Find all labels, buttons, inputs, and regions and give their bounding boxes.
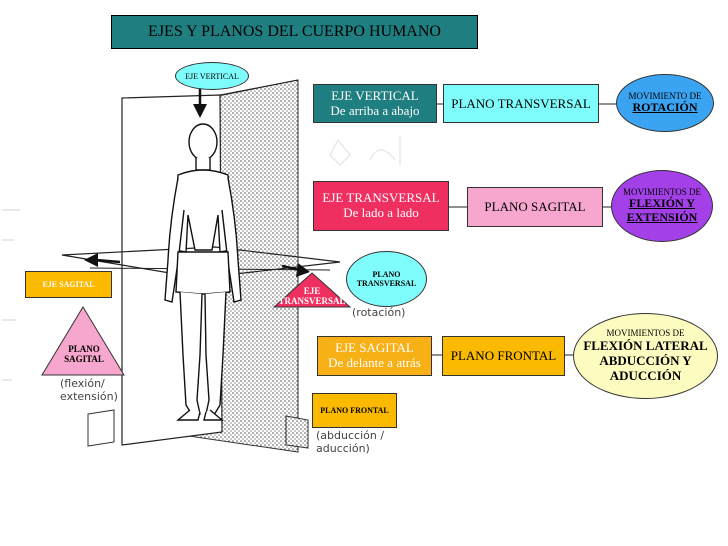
abduccion-label: (abducción / aducción) (316, 429, 385, 455)
plano-sagital-text: PLANO SAGITAL (484, 199, 586, 214)
rotacion-label-text: (rotación) (352, 306, 406, 319)
plano-transversal-box: PLANO TRANSVERSAL (443, 84, 599, 123)
plano-transversal-tag-line: TRANSVERSAL (356, 279, 417, 288)
rotacion-label: (rotación) (352, 306, 405, 319)
eje-transversal-title: EJE TRANSVERSAL (322, 190, 440, 206)
eje-vertical-box: EJE VERTICAL De arriba a abajo (313, 84, 437, 123)
page-title-text: EJES Y PLANOS DEL CUERPO HUMANO (148, 23, 441, 40)
eje-vertical-title: EJE VERTICAL (331, 87, 419, 103)
eje-sagital-tag-text: EJE SAGITAL (42, 280, 95, 289)
plano-frontal-text: PLANO FRONTAL (450, 348, 557, 363)
movimiento-line: FLEXIÓN LATERAL (583, 337, 708, 353)
transverse-plane-shape (61, 246, 341, 279)
eje-transversal-tag-line: EJE (303, 285, 321, 296)
eje-sagital-tag: EJE SAGITAL (25, 271, 112, 298)
eje-vertical-tag-text: EJE VERTICAL (185, 71, 239, 81)
plano-sagital-tag-line: SAGITAL (64, 354, 104, 364)
movimiento-header: MOVIMIENTOS DE (622, 187, 702, 198)
plano-transversal-text: PLANO TRANSVERSAL (451, 95, 591, 111)
plano-transversal-tag-line: PLANO (372, 269, 401, 279)
flexion-label-line: (flexión/ (60, 377, 105, 390)
plano-transversal-tag: PLANO TRANSVERSAL (346, 251, 427, 307)
eje-sagital-box: EJE SAGITAL De delante a atrás (317, 336, 432, 376)
flexion-label-line: extensión) (60, 389, 118, 403)
eje-transversal-box: EJE TRANSVERSAL De lado a lado (313, 181, 449, 231)
movimiento-line: ADUCCIÓN (609, 367, 682, 383)
eje-transversal-tag-line: TRANSVERSAL (278, 296, 346, 306)
ghost-background-art (329, 135, 401, 167)
flexion-label: (flexión/ extensión) (60, 377, 118, 403)
eje-transversal-tag: EJE TRANSVERSAL (270, 284, 354, 308)
page-title: EJES Y PLANOS DEL CUERPO HUMANO (111, 15, 478, 49)
plano-sagital-tag-line: PLANO (68, 343, 100, 354)
movimiento-header: MOVIMIENTO DE (628, 90, 702, 101)
movimiento-line: EXTENSIÓN (626, 210, 698, 225)
movimiento-lateral-ellipse: MOVIMIENTOS DE FLEXIÓN LATERAL ABDUCCIÓN… (573, 313, 718, 399)
plano-frontal-tag: PLANO FRONTAL (312, 393, 397, 428)
abduccion-label-line: aducción) (316, 441, 370, 455)
eje-vertical-sub: De arriba a abajo (330, 102, 420, 118)
plano-sagital-box: PLANO SAGITAL (467, 187, 603, 227)
eje-transversal-sub: De lado a lado (343, 205, 419, 220)
plano-frontal-box: PLANO FRONTAL (442, 336, 565, 376)
movimiento-line: FLEXIÓN Y (629, 196, 695, 211)
movimiento-line: ABDUCCIÓN Y (599, 352, 692, 368)
human-figure (164, 123, 242, 421)
movimiento-header: MOVIMIENTOS DE (606, 328, 685, 339)
movimiento-line: ROTACIÓN (632, 100, 698, 115)
abduccion-label-line: (abducción / (316, 429, 385, 442)
movimiento-flexion-ellipse: MOVIMIENTOS DE FLEXIÓN Y EXTENSIÓN (611, 170, 713, 242)
movimiento-rotacion-ellipse: MOVIMIENTO DE ROTACIÓN (616, 74, 714, 132)
eje-vertical-tag: EJE VERTICAL (175, 62, 249, 90)
eje-sagital-sub: De delante a atrás (328, 355, 421, 370)
plano-sagital-tag: PLANO SAGITAL (52, 340, 116, 368)
plano-frontal-tag-text: PLANO FRONTAL (320, 406, 389, 415)
eje-sagital-title: EJE SAGITAL (335, 340, 414, 356)
